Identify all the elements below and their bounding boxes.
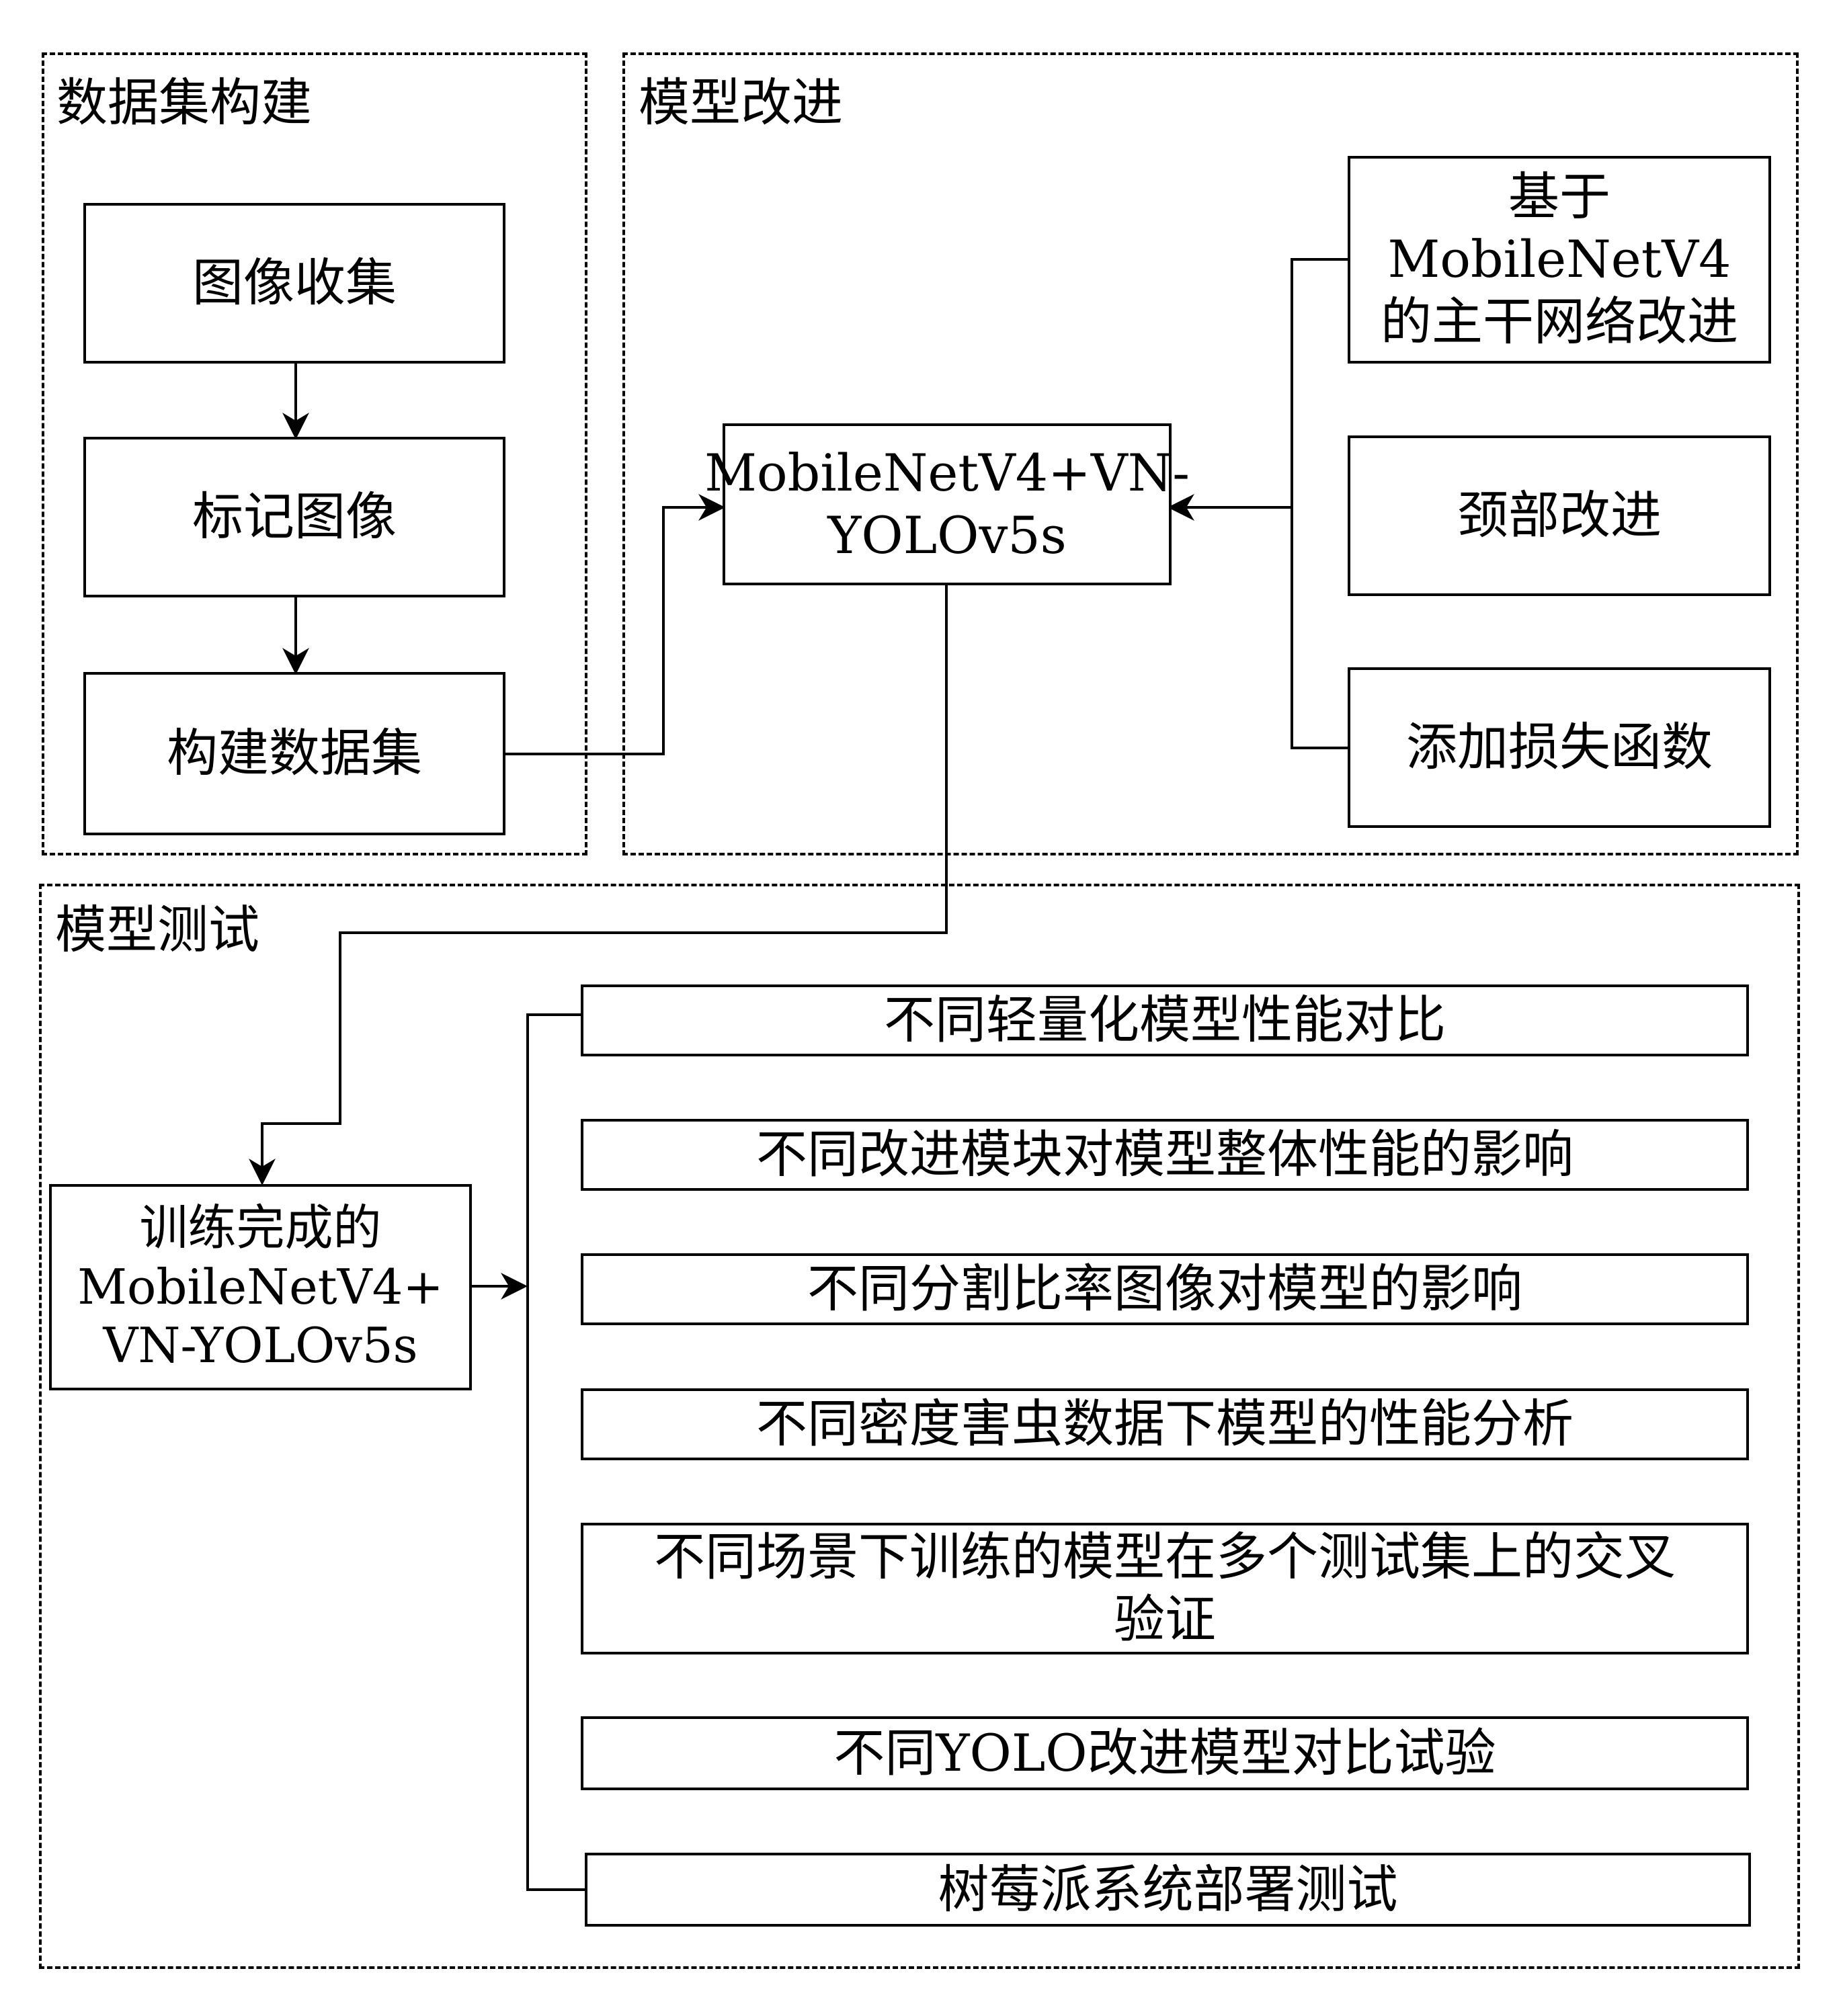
node-image-collection-label: 图像收集 (192, 253, 397, 313)
test-item-label: 不同分割比率图像对模型的影响 (807, 1259, 1522, 1319)
test-item: 不同密度害虫数据下模型的性能分析 (581, 1388, 1749, 1460)
node-label-images: 标记图像 (83, 437, 505, 597)
node-center-model: MobileNetV4+VN- YOLOv5s (704, 423, 1190, 585)
group-dataset-construction (42, 52, 587, 855)
test-item-label: 不同密度害虫数据下模型的性能分析 (756, 1394, 1574, 1454)
test-item: 树莓派系统部署测试 (585, 1853, 1751, 1927)
test-item-label: 不同场景下训练的模型在多个测试集上的交叉 验证 (654, 1527, 1676, 1649)
node-label-images-label: 标记图像 (192, 487, 397, 547)
node-trained-model-label: 训练完成的 MobileNetV4+ VN-YOLOv5s (77, 1199, 444, 1374)
node-add-loss-function: 添加损失函数 (1348, 667, 1771, 828)
node-build-dataset: 构建数据集 (83, 672, 505, 835)
test-item-label: 不同YOLO改进模型对比试验 (833, 1722, 1496, 1783)
arrow-model-to-trained (249, 585, 948, 1185)
node-build-dataset-label: 构建数据集 (167, 723, 422, 784)
bracket-tests (526, 1013, 585, 1891)
test-item-label: 树莓派系统部署测试 (938, 1859, 1398, 1919)
bracket-improvements (1291, 258, 1348, 749)
group-title-improve: 模型改进 (639, 73, 843, 132)
node-backbone-improvement: 基于 MobileNetV4 的主干网络改进 (1348, 156, 1771, 364)
node-center-model-label: MobileNetV4+VN- YOLOv5s (704, 442, 1190, 565)
node-loss-label: 添加损失函数 (1406, 717, 1713, 778)
node-neck-label: 颈部改进 (1457, 485, 1662, 546)
node-backbone-label: 基于 MobileNetV4 的主干网络改进 (1381, 167, 1738, 351)
group-title-test: 模型测试 (55, 900, 259, 960)
test-item: 不同轻量化模型性能对比 (581, 984, 1749, 1056)
test-item-label: 不同改进模块对模型整体性能的影响 (756, 1124, 1574, 1185)
node-trained-model: 训练完成的 MobileNetV4+ VN-YOLOv5s (49, 1184, 472, 1390)
node-image-collection: 图像收集 (83, 203, 505, 364)
test-item: 不同场景下训练的模型在多个测试集上的交叉 验证 (581, 1523, 1749, 1654)
group-title-dataset: 数据集构建 (56, 73, 312, 132)
test-item: 不同YOLO改进模型对比试验 (581, 1716, 1749, 1790)
node-neck-improvement: 颈部改进 (1348, 435, 1771, 596)
group-model-improvement (622, 52, 1799, 855)
test-item-label: 不同轻量化模型性能对比 (884, 990, 1446, 1050)
test-item: 不同分割比率图像对模型的影响 (581, 1253, 1749, 1325)
group-model-testing (39, 884, 1800, 1969)
test-item: 不同改进模块对模型整体性能的影响 (581, 1119, 1749, 1191)
arrow-build-to-model (505, 494, 725, 755)
